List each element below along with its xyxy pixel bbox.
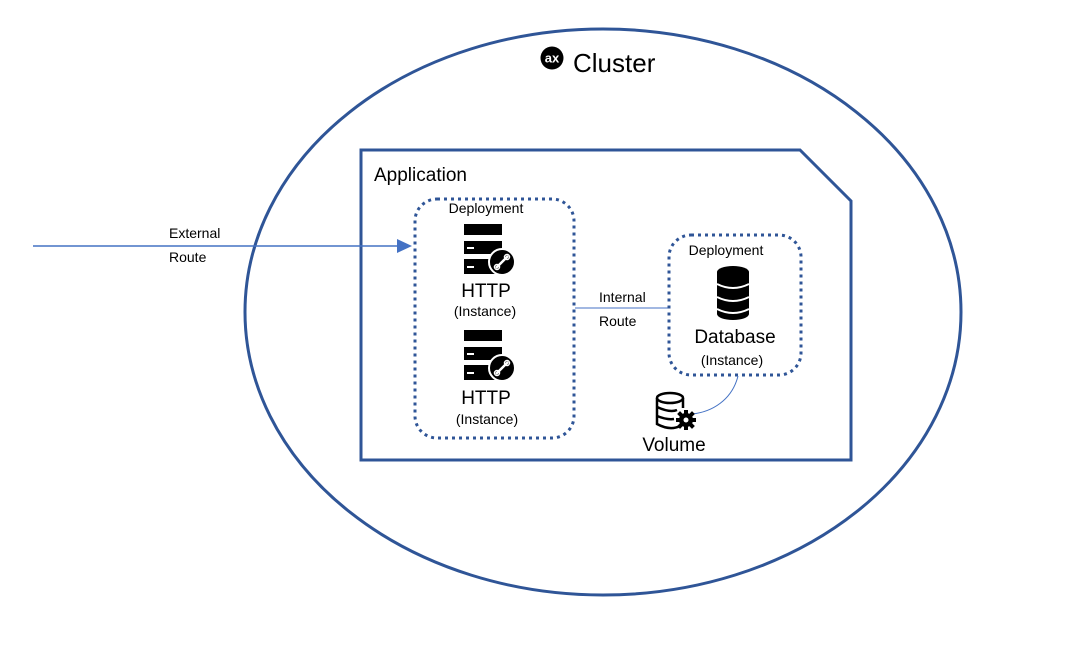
- cluster-logo-text: ax: [545, 51, 560, 66]
- cluster-boundary: [243, 27, 963, 597]
- database-gear-icon: [655, 391, 696, 430]
- application-title: Application: [374, 165, 467, 186]
- cluster-title: Cluster: [573, 48, 656, 78]
- database-icon: [716, 266, 750, 320]
- http-deployment-boundary: [413, 197, 576, 440]
- volume-label: Volume: [642, 435, 705, 456]
- db-instance-name: Database: [694, 327, 775, 348]
- external-route-label-line2: Route: [169, 249, 207, 265]
- server-link-icon: [464, 224, 516, 276]
- external-route-arrowhead: [397, 239, 412, 253]
- cluster-logo-icon: ax: [540, 46, 564, 70]
- db-instance-sub: (Instance): [701, 352, 763, 368]
- db-deployment-boundary: [667, 233, 803, 377]
- http-deployment-label: Deployment: [449, 200, 524, 216]
- http-instance-2-sub: (Instance): [456, 411, 518, 427]
- http-instance-1-sub: (Instance): [454, 303, 516, 319]
- internal-route-label-line1: Internal: [599, 289, 646, 305]
- volume-connector: [691, 375, 739, 415]
- http-instance-1-name: HTTP: [461, 281, 511, 302]
- internal-route-label-line2: Route: [599, 313, 637, 329]
- http-instance-2-name: HTTP: [461, 388, 511, 409]
- application-boundary: [359, 148, 853, 462]
- db-deployment-label: Deployment: [689, 242, 764, 258]
- server-link-icon: [464, 330, 516, 382]
- external-route-label-line1: External: [169, 225, 220, 241]
